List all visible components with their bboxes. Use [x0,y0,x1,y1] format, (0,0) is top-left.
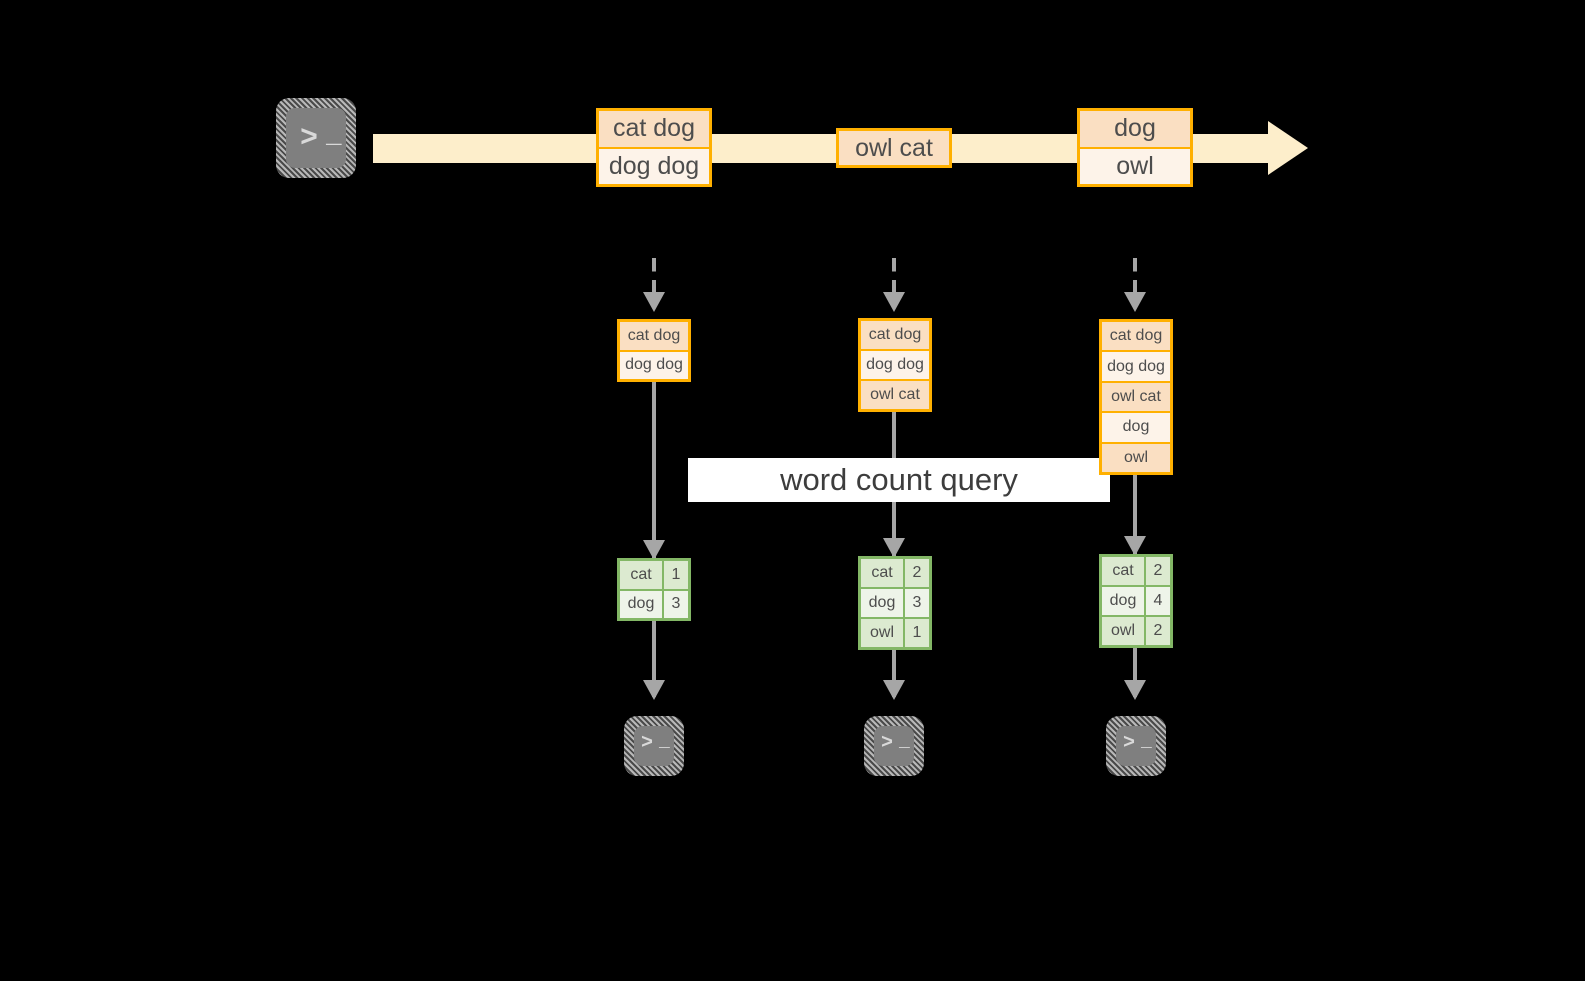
result-count-cell: 2 [1146,617,1170,645]
snapshot-1-inbound-arrowhead [643,292,665,312]
snapshot-3-accumulated-row: dog dog [1102,352,1170,383]
result-word-cell: dog [861,589,905,617]
result-count-cell: 1 [664,561,688,589]
result-count-cell: 2 [905,559,929,587]
terminal-body [286,108,346,168]
snapshot-2-sink-line [892,650,896,697]
table-row: cat 1 [620,561,688,591]
stream-event-3-line-1: dog [1080,111,1190,149]
snapshot-3-inbound-dash [1133,258,1137,294]
snapshot-2-sink-arrowhead [883,680,905,700]
terminal-prompt-glyph: > [1123,732,1136,755]
terminal-prompt-glyph: > [881,732,894,755]
snapshot-3-query-line [1133,475,1137,557]
snapshot-1-query-arrowhead [643,540,665,560]
snapshot-2-query-arrowhead [883,538,905,558]
snapshot-2-accumulated-row: dog dog [861,351,929,381]
terminal-prompt-glyph: > [641,732,654,755]
snapshot-3-result-table[interactable]: cat 2 dog 4 owl 2 [1099,554,1173,648]
stream-event-2[interactable]: owl cat [836,128,952,168]
snapshot-3-accumulated-row: owl [1102,443,1170,473]
result-word-cell: dog [1102,587,1146,615]
snapshot-2-accumulated-box[interactable]: cat dog dog dog owl cat [858,318,932,412]
snapshot-3-accumulated-row: dog [1102,413,1170,444]
terminal-body [874,726,914,766]
table-row: owl 2 [1102,617,1170,645]
snapshot-3-inbound-arrowhead [1124,292,1146,312]
table-row: cat 2 [1102,557,1170,587]
snapshot-1-accumulated-row: cat dog [620,322,688,352]
result-count-cell: 1 [905,619,929,647]
snapshot-3-sink-line [1133,648,1137,697]
stream-event-1-line-1: cat dog [599,111,709,149]
snapshot-1-accumulated-box[interactable]: cat dog dog dog [617,319,691,382]
result-word-cell: cat [620,561,664,589]
snapshot-2-accumulated-row: cat dog [861,321,929,351]
result-word-cell: cat [1102,557,1146,585]
terminal-body [634,726,674,766]
result-word-cell: cat [861,559,905,587]
terminal-prompt-glyph: > [300,122,319,156]
result-word-cell: owl [1102,617,1146,645]
result-count-cell: 3 [664,590,688,618]
table-row: dog 3 [861,589,929,619]
snapshot-1-sink-line [652,621,656,697]
result-word-cell: owl [861,619,905,647]
table-row: owl 1 [861,619,929,647]
result-word-cell: dog [620,590,664,618]
terminal-cursor-glyph: _ [1141,732,1152,752]
snapshot-3-query-arrowhead [1124,536,1146,556]
table-row: dog 4 [1102,587,1170,617]
table-row: dog 3 [620,590,688,618]
query-label: word count query [688,458,1110,502]
stream-event-2-line-1: owl cat [839,131,949,165]
source-terminal-icon: > _ [276,98,356,178]
stream-event-3-line-2: owl [1080,148,1190,184]
snapshot-1-inbound-dash [652,258,656,294]
snapshot-2-accumulated-row: owl cat [861,381,929,409]
snapshot-1-query-line [652,382,656,558]
result-count-cell: 3 [905,589,929,617]
snapshot-2-result-table[interactable]: cat 2 dog 3 owl 1 [858,556,932,650]
snapshot-1-sink-terminal-icon: > _ [624,716,684,776]
snapshot-3-sink-terminal-icon: > _ [1106,716,1166,776]
snapshot-1-accumulated-row: dog dog [620,351,688,379]
terminal-cursor-glyph: _ [899,732,910,752]
result-count-cell: 4 [1146,587,1170,615]
snapshot-1-result-table[interactable]: cat 1 dog 3 [617,558,691,621]
terminal-cursor-glyph: _ [326,120,342,150]
stream-event-1[interactable]: cat dog dog dog [596,108,712,187]
terminal-body [1116,726,1156,766]
table-row: cat 2 [861,559,929,589]
snapshot-3-accumulated-row: cat dog [1102,322,1170,353]
snapshot-3-sink-arrowhead [1124,680,1146,700]
snapshot-2-sink-terminal-icon: > _ [864,716,924,776]
stream-event-1-line-2: dog dog [599,148,709,184]
result-count-cell: 2 [1146,557,1170,585]
terminal-cursor-glyph: _ [659,732,670,752]
stream-arrowhead [1268,121,1308,175]
snapshot-3-accumulated-row: owl cat [1102,382,1170,414]
snapshot-2-inbound-dash [892,258,896,294]
stream-event-3[interactable]: dog owl [1077,108,1193,187]
snapshot-1-sink-arrowhead [643,680,665,700]
snapshot-2-inbound-arrowhead [883,292,905,312]
snapshot-3-accumulated-box[interactable]: cat dog dog dog owl cat dog owl [1099,319,1173,475]
